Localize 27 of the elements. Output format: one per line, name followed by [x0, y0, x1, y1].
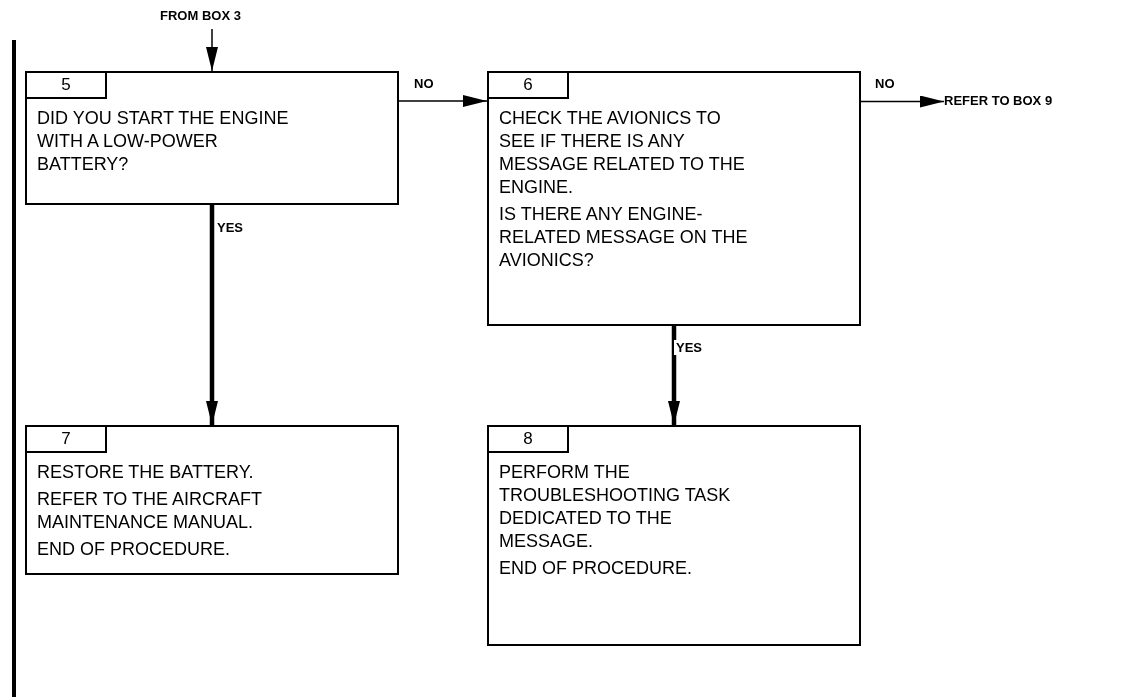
instruction-text: PERFORM THE TROUBLESHOOTING TASK DEDICATED TO THE MESSAGE.	[499, 461, 732, 553]
process-box	[487, 425, 861, 646]
arrow	[860, 95, 945, 108]
instruction-text: END OF PROCEDURE.	[37, 538, 232, 561]
step-number: 5	[27, 73, 107, 99]
arrow	[668, 326, 680, 425]
process-box	[487, 71, 861, 326]
edge-label: NO	[412, 76, 436, 91]
reference-text: REFER TO BOX 9	[944, 93, 1060, 110]
edge-label: NO	[873, 76, 897, 91]
instruction-text: CHECK THE AVIONICS TO SEE IF THERE IS ANY MESSAGE RELATED TO THE ENGINE.	[499, 107, 746, 199]
step-number: 7	[27, 427, 107, 453]
process-box	[25, 71, 399, 205]
instruction-text: DID YOU START THE ENGINE WITH A LOW-POWER BATTERY?	[37, 107, 290, 176]
edge-label: YES	[674, 340, 704, 355]
instruction-text: IS THERE ANY ENGINE-RELATED MESSAGE ON THE AVIONICS?	[499, 203, 749, 272]
step-number: 6	[489, 73, 569, 99]
arrow	[206, 28, 218, 72]
arrow	[398, 95, 488, 107]
process-box	[25, 425, 399, 575]
step-number: 8	[489, 427, 569, 453]
instruction-text: REFER TO THE AIRCRAFT MAINTENANCE MANUAL.	[37, 488, 263, 534]
instruction-text: RESTORE THE BATTERY.	[37, 461, 255, 484]
instruction-text: END OF PROCEDURE.	[499, 557, 694, 580]
arrow	[206, 205, 218, 425]
edge-label: YES	[215, 220, 245, 235]
reference-text: FROM BOX 3	[160, 8, 264, 25]
